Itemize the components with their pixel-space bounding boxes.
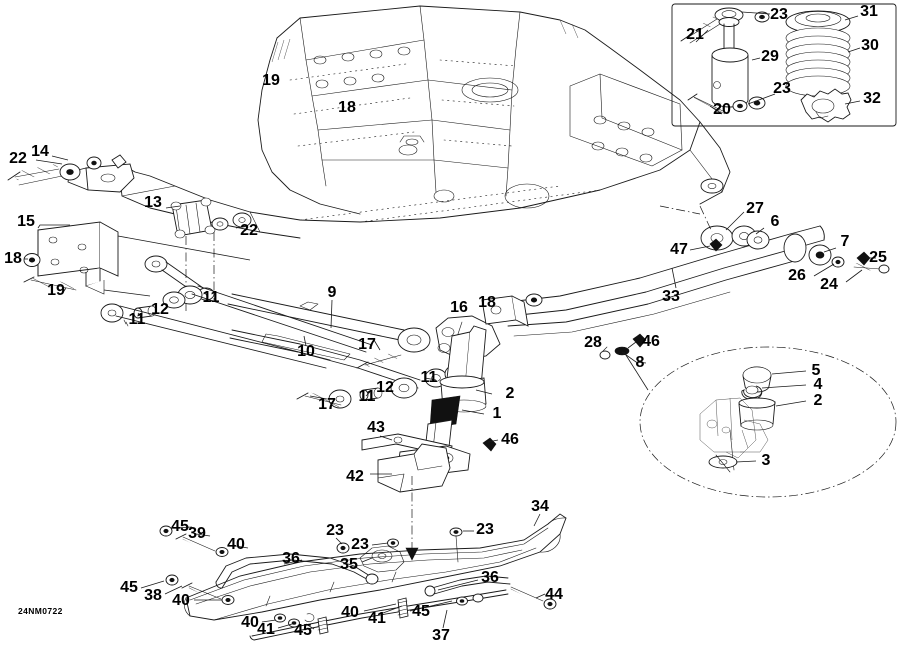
callout-21: 21	[686, 26, 704, 43]
center-links	[227, 293, 468, 409]
callout-45: 45	[171, 518, 189, 535]
callout-23: 23	[773, 80, 791, 97]
callout-32: 32	[863, 90, 881, 107]
callout-28: 28	[584, 334, 602, 351]
callout-11: 11	[420, 369, 438, 386]
callout-17: 17	[358, 336, 376, 353]
callout-44: 44	[545, 586, 563, 603]
callout-46: 46	[642, 333, 660, 350]
callout-31: 31	[860, 3, 878, 20]
callout-11: 11	[128, 311, 146, 328]
callout-1: 1	[492, 405, 502, 422]
callout-47: 47	[670, 241, 688, 258]
callout-33: 33	[662, 288, 680, 305]
callout-11: 11	[358, 388, 376, 405]
callout-43: 43	[367, 419, 385, 436]
callout-40: 40	[227, 536, 245, 553]
callout-40: 40	[241, 614, 259, 631]
callout-12: 12	[151, 301, 169, 318]
callout-3: 3	[761, 452, 771, 469]
callout-45: 45	[294, 622, 312, 639]
callout-37: 37	[432, 627, 450, 644]
callout-46: 46	[501, 431, 519, 448]
callout-22: 22	[240, 222, 258, 239]
callout-23: 23	[770, 6, 788, 23]
callout-11: 11	[202, 289, 220, 306]
callout-38: 38	[144, 587, 162, 604]
callout-34: 34	[531, 498, 549, 515]
callout-2: 2	[505, 385, 515, 402]
front-bolt-group	[7, 154, 127, 186]
callout-42: 42	[346, 468, 364, 485]
callout-45: 45	[120, 579, 138, 596]
detail-circle-group	[623, 346, 897, 498]
trailing-arm-33	[481, 205, 890, 364]
callout-17: 17	[318, 396, 336, 413]
callout-22: 22	[9, 150, 27, 167]
drawing-code: 24NM0722	[18, 606, 63, 616]
callout-19: 19	[47, 282, 65, 299]
callout-2: 2	[813, 392, 823, 409]
bushing-13-group	[165, 197, 252, 312]
callout-36: 36	[481, 569, 499, 586]
callout-39: 39	[188, 525, 206, 542]
shock-inset-group	[671, 3, 897, 127]
callout-29: 29	[761, 48, 779, 65]
callout-7: 7	[840, 233, 850, 250]
callout-5: 5	[811, 362, 821, 379]
callout-6: 6	[770, 213, 780, 230]
spindle-group	[361, 315, 501, 566]
callout-25: 25	[869, 249, 887, 266]
callout-15: 15	[17, 213, 35, 230]
callout-16: 16	[450, 299, 468, 316]
callout-35: 35	[340, 556, 358, 573]
callout-41: 41	[368, 610, 386, 627]
callout-9: 9	[327, 284, 337, 301]
callout-18: 18	[478, 294, 496, 311]
callout-23: 23	[326, 522, 344, 539]
callout-40: 40	[341, 604, 359, 621]
callout-14: 14	[31, 143, 49, 160]
callout-40: 40	[172, 592, 190, 609]
callout-27: 27	[746, 200, 764, 217]
callout-23: 23	[476, 521, 494, 538]
chassis-group	[67, 5, 731, 239]
ski-group	[140, 513, 567, 641]
callout-26: 26	[788, 267, 806, 284]
callout-20: 20	[713, 101, 731, 118]
callout-13: 13	[144, 194, 162, 211]
callout-36: 36	[282, 550, 300, 567]
callout-4: 4	[813, 376, 823, 393]
bracket-15-group	[23, 221, 251, 297]
callout-12: 12	[376, 379, 394, 396]
callout-19: 19	[262, 72, 280, 89]
callout-24: 24	[820, 276, 838, 293]
callout-18: 18	[4, 250, 22, 267]
callout-45: 45	[412, 603, 430, 620]
callout-41: 41	[257, 621, 275, 638]
callout-23: 23	[351, 536, 369, 553]
callout-10: 10	[297, 343, 315, 360]
callout-30: 30	[861, 37, 879, 54]
callout-8: 8	[635, 354, 645, 371]
callout-18: 18	[338, 99, 356, 116]
